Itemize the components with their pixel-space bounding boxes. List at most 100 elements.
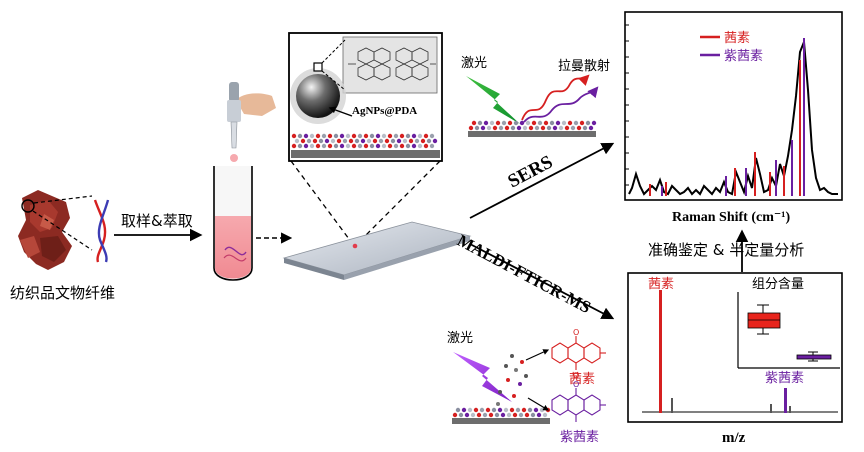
substrate-particle [330,138,336,144]
substrate-particle [458,412,464,418]
substrate-particle [576,125,582,131]
substrate-particle [342,138,348,144]
substrate-particle [399,143,405,149]
ms-peak-minor-3 [789,406,791,413]
nanoparticle-label: AgNPs@PDA [352,105,417,117]
substrate-particle [318,138,324,144]
substrate-particle [561,120,567,126]
substrate-particle [483,120,489,126]
substrate-particle [546,125,552,131]
sers-substrate-slide [282,221,472,280]
substrate-particle [518,412,524,418]
raman-scatter-purple-wave [523,86,599,123]
substrate-particle [500,412,506,418]
analysis-label: 准确鉴定 & 半定量分析 [648,241,804,259]
pipette-icon [227,82,276,162]
substrate-particle [315,143,321,149]
substrate-particle [411,143,417,149]
fiber-icon [93,199,110,263]
boxplot-alizarin [747,304,781,335]
substrate-particle [512,412,518,418]
substrate-particle [591,120,597,126]
substrate-particle [369,133,375,139]
laser-label-top: 激光 [461,56,487,71]
substrate-particle [533,407,539,413]
sample-label: 纺织品文物纤维 [10,284,115,302]
substrate-particle [423,143,429,149]
ion-particle [524,374,528,378]
substrate-particle [408,138,414,144]
substrate-particle [381,143,387,149]
substrate-particle [294,138,300,144]
substrate-particle [378,138,384,144]
substrate-particle [297,133,303,139]
substrate-particle [345,133,351,139]
substrate-particle [366,138,372,144]
substrate-particle [411,133,417,139]
raman-alizarin-peaks [649,60,801,196]
test-tube-icon [213,166,253,281]
sers-arrow [469,142,615,219]
purpurin-structure [551,388,606,422]
substrate-particle [339,133,345,139]
substrate-particle [402,138,408,144]
extract-step-label: 取样&萃取 [121,212,193,230]
ms-spectrum-chart: 茜素 紫茜素 m/z 组分含量 [627,272,843,446]
nanoparticle-inset: AgNPs@PDA [288,32,443,162]
svg-text:O: O [573,371,579,380]
ion-particle [498,390,502,394]
substrate-particle [429,143,435,149]
substrate-particle [303,143,309,149]
substrate-particle [312,138,318,144]
substrate-particle [498,125,504,131]
substrate-particle [579,120,585,126]
substrate-particle [345,143,351,149]
substrate-particle [503,407,509,413]
substrate-particle [315,133,321,139]
substrate-particle [552,125,558,131]
substrate-particle [300,138,306,144]
substrate-particle [297,143,303,149]
substrate-particle [339,143,345,149]
substrate-particle [507,120,513,126]
substrate-particle [567,120,573,126]
substrate-particle [369,143,375,149]
substrate-particle [414,138,420,144]
substrate-particle [474,125,480,131]
substrate-particle [464,412,470,418]
substrate-particle [555,120,561,126]
boxplot-purpurin [796,351,832,362]
ion-particle [514,368,518,372]
substrate-particle [455,407,461,413]
ion-particle [510,354,514,358]
substrate-particle [570,125,576,131]
substrate-particle [426,138,432,144]
ion-particle [506,378,510,382]
substrate-particle [515,407,521,413]
substrate-particle [519,120,525,126]
substrate-particle [321,143,327,149]
substrate-particle [327,133,333,139]
substrate-particle [564,125,570,131]
substrate-particle [492,125,498,131]
sample-magnifier-circle [21,199,35,213]
raman-purpurin-peaks [661,38,805,196]
substrate-particle [468,125,474,131]
agnp-sphere [296,74,340,118]
ion-particle [512,394,516,398]
substrate-particle [375,133,381,139]
substrate-particle [522,125,528,131]
substrate-particle [506,412,512,418]
substrate-particle [306,138,312,144]
substrate-particle [357,143,363,149]
substrate-particle [558,125,564,131]
substrate-particle [504,125,510,131]
substrate-particle [384,138,390,144]
substrate-particle [429,133,435,139]
substrate-particle [309,133,315,139]
substrate-particle [351,133,357,139]
ms-peak-purpurin-label: 紫茜素 [765,371,804,386]
maldi-arrow [469,243,615,320]
substrate-particle [497,407,503,413]
substrate-particle [420,138,426,144]
